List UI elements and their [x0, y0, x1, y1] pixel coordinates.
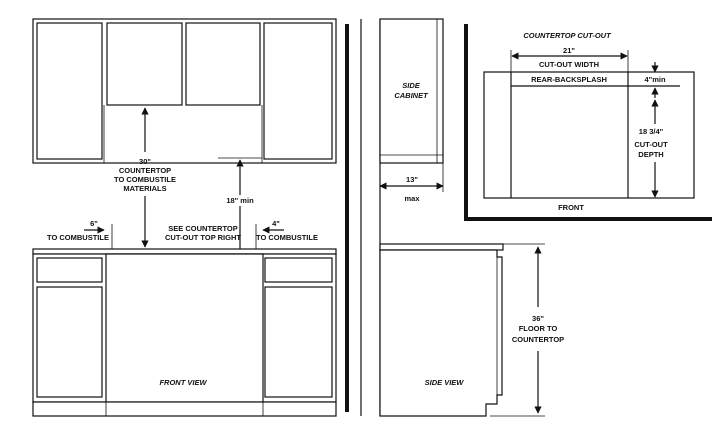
left-lower-door [36, 286, 103, 398]
upper-right-door [263, 22, 333, 160]
see-cutout-line2: CUT-OUT TOP RIGHT [165, 233, 241, 242]
front-view-label: FRONT VIEW [159, 378, 207, 387]
cutout-width-value: 21" [563, 46, 575, 55]
side-upper-cabinet [379, 18, 444, 164]
cutout-depth-value: 18 3/4" [639, 127, 664, 136]
see-cutout-line1: SEE COUNTERTOP [168, 224, 237, 233]
side-depth-value: 13" [406, 175, 418, 184]
right-clearance-value: 4" [272, 219, 280, 228]
countertop-clearance-line3: MATERIALS [123, 184, 166, 193]
side-range-body [379, 249, 503, 417]
range-front [105, 253, 264, 403]
min-clearance-label: 18" min [226, 196, 254, 205]
side-cabinet-line2: CABINET [394, 91, 429, 100]
side-height-value: 36" [532, 314, 544, 323]
cutout-panel-frame [464, 24, 712, 221]
countertop [32, 248, 337, 255]
side-countertop [379, 243, 504, 251]
upper-left-door [36, 22, 103, 160]
countertop-clearance-line2: TO COMBUSTILE [114, 175, 176, 184]
cutout-depth-line2: DEPTH [638, 150, 663, 159]
cutout-depth-line1: CUT-OUT [634, 140, 668, 149]
right-lower-door [264, 286, 333, 398]
cutout-countertop-outline [483, 71, 695, 199]
backsplash-min-label: 4"min [644, 75, 665, 84]
right-clearance-label: TO COMBUSTILE [256, 233, 318, 242]
side-height-line2: COUNTERTOP [512, 335, 564, 344]
side-depth-label: max [404, 194, 420, 203]
side-cabinet-line1: SIDE [402, 81, 421, 90]
front-view: 30" COUNTERTOP TO COMBUSTILE MATERIALS 1… [32, 18, 337, 417]
side-height-line1: FLOOR TO [519, 324, 558, 333]
left-clearance-label: TO COMBUSTILE [47, 233, 109, 242]
left-drawer [36, 257, 103, 283]
cutout-front-label: FRONT [558, 203, 584, 212]
countertop-clearance-line1: COUNTERTOP [119, 166, 171, 175]
right-drawer [264, 257, 333, 283]
side-view: SIDE CABINET 13" max 36" FLOOR TO COUNTE… [360, 18, 564, 417]
backsplash-label: REAR-BACKSPLASH [531, 75, 607, 84]
countertop-clearance-value: 30" [139, 157, 151, 166]
side-view-label: SIDE VIEW [425, 378, 465, 387]
cutout-title: COUNTERTOP CUT-OUT [523, 31, 612, 40]
upper-center-right-door [185, 22, 261, 106]
toe-kick [32, 401, 337, 417]
left-clearance-value: 6" [90, 219, 98, 228]
countertop-cutout-panel: COUNTERTOP CUT-OUT 21" CUT-OUT WIDTH REA… [464, 24, 712, 221]
cutout-width-label: CUT-OUT WIDTH [539, 60, 599, 69]
upper-center-left-door [106, 22, 183, 106]
